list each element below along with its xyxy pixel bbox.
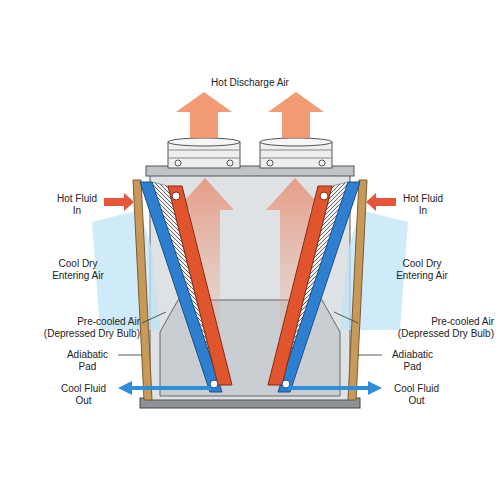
- outlet-label: Cool Fluid Out: [56, 383, 111, 407]
- discharge-arrow: [268, 92, 324, 138]
- discharge-arrow: [176, 92, 232, 138]
- precooled-label: Pre-cooled Air (Depressed Dry Bulb): [32, 316, 140, 340]
- inlet-label: Hot Fluid In: [52, 193, 102, 217]
- coil-side: [92, 180, 232, 400]
- fan-right: [260, 138, 332, 168]
- pad-label: Adiabatic Pad: [60, 349, 115, 373]
- pad-label: Adiabatic Pad: [385, 349, 440, 373]
- coil-side-mirror: [268, 180, 408, 400]
- fan-left: [168, 138, 240, 168]
- air-label: Cool Dry Entering Air: [396, 258, 448, 282]
- title-label: Hot Discharge Air: [175, 77, 325, 89]
- precooled-label: Pre-cooled Air (Depressed Dry Bulb): [386, 316, 494, 340]
- outlet-label: Cool Fluid Out: [389, 383, 444, 407]
- inlet-label: Hot Fluid In: [398, 193, 448, 217]
- air-label: Cool Dry Entering Air: [52, 258, 104, 282]
